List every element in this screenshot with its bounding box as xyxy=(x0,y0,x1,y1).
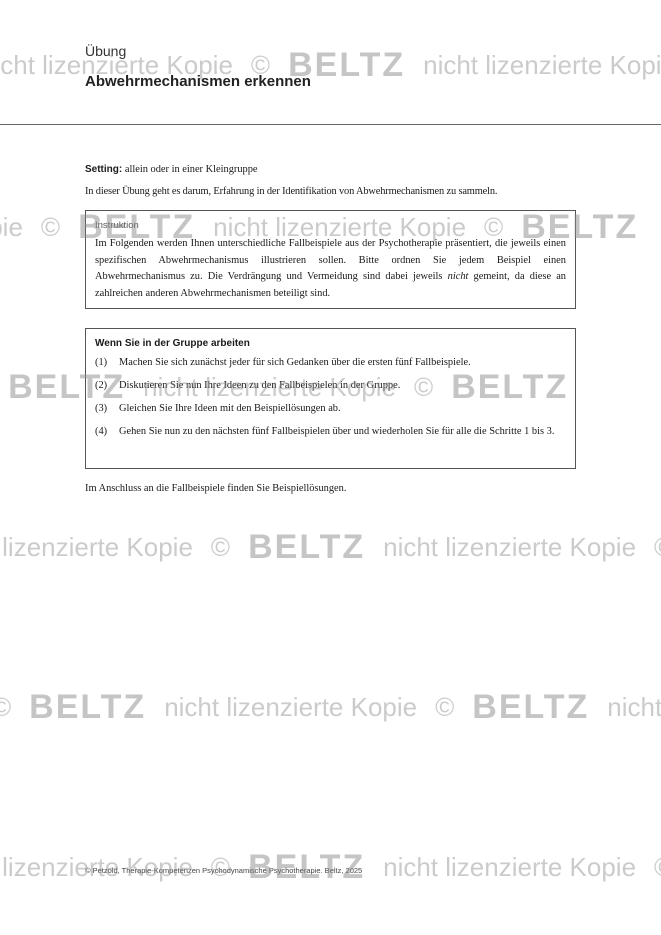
copyright-icon: © xyxy=(210,532,231,562)
chapter-kicker: Übung xyxy=(85,43,127,59)
list-item: (2) Diskutieren Sie nun Ihre Ideen zu den… xyxy=(95,378,566,394)
instruction-label: Instruktion xyxy=(95,220,139,231)
watermark-text: nicht lizenzierte Kopie xyxy=(383,532,637,562)
header-divider xyxy=(0,124,661,125)
watermark-text: nicht lizenzierte Kopie xyxy=(423,50,661,80)
watermark-row: nicht lizenzierte Kopie © BELTZ nicht li… xyxy=(0,528,661,567)
instruction-text-part2: gemeint, da diese an zahlreichen anderen… xyxy=(95,271,566,299)
copyright-icon: © xyxy=(0,692,12,722)
beltz-logo: BELTZ xyxy=(472,688,590,726)
step-number: (2) xyxy=(95,380,108,391)
watermark-text: nicht lizenzierte Kopie xyxy=(0,532,193,562)
copyright-icon: © xyxy=(654,532,661,563)
group-work-heading: Wenn Sie in der Gruppe arbeiten xyxy=(95,338,250,349)
beltz-logo: BELTZ xyxy=(29,688,147,726)
page-title: Abwehrmechanismen erkennen xyxy=(85,73,311,90)
step-number: (1) xyxy=(95,357,108,368)
step-text: Gehen Sie nun zu den nächsten fünf Fallb… xyxy=(119,426,555,437)
setting-line: Setting: allein oder in einer Kleingrupp… xyxy=(85,162,576,178)
watermark-text: nicht lizenzierte Kopie xyxy=(607,692,661,722)
instruction-text: Im Folgenden werden Ihnen unterschiedlic… xyxy=(95,236,566,302)
step-number: (3) xyxy=(95,403,108,414)
list-item: (1) Machen Sie sich zunächst jeder für si… xyxy=(95,355,566,371)
list-item: (3) Gleichen Sie Ihre Ideen mit den Beisp… xyxy=(95,401,566,417)
watermark-row: © BELTZ nicht lizenzierte Kopie © BELTZ … xyxy=(0,688,661,727)
group-steps-list: (1) Machen Sie sich zunächst jeder für si… xyxy=(95,355,566,440)
beltz-logo: BELTZ xyxy=(248,528,366,566)
group-work-box: Wenn Sie in der Gruppe arbeiten (1) Mache… xyxy=(85,328,576,469)
page-footer: © Petzold, Therapie-Kompetenzen Psychody… xyxy=(85,866,363,875)
copyright-icon: © xyxy=(435,692,455,722)
instruction-box: Instruktion Im Folgenden werden Ihnen un… xyxy=(85,210,576,309)
step-text: Gleichen Sie Ihre Ideen mit den Beispiel… xyxy=(119,403,341,414)
instruction-text-part1: Im Folgenden werden Ihnen unterschiedlic… xyxy=(95,238,566,282)
intro-text: In dieser Übung geht es darum, Erfahrung… xyxy=(85,186,498,197)
copyright-icon: © xyxy=(40,212,61,242)
list-item: (4) Gehen Sie nun zu den nächsten fünf Fa… xyxy=(95,424,566,440)
step-number: (4) xyxy=(95,426,108,437)
instruction-italic: nicht xyxy=(447,271,469,282)
copyright-icon: © xyxy=(654,852,661,883)
setting-label: Setting: xyxy=(85,164,123,175)
watermark-text: nicht lizenzierte Kopie xyxy=(383,852,637,882)
outro-text: Im Anschluss an die Fallbeispiele finden… xyxy=(85,483,347,494)
watermark-text: nicht lizenzierte Kopie xyxy=(0,212,23,242)
step-text: Machen Sie sich zunächst jeder für sich … xyxy=(119,357,471,368)
step-text: Diskutieren Sie nun Ihre Ideen zu den Fa… xyxy=(119,380,401,391)
setting-text: allein oder in einer Kleingruppe xyxy=(124,164,258,175)
watermark-text: nicht lizenzierte Kopie xyxy=(164,692,418,722)
